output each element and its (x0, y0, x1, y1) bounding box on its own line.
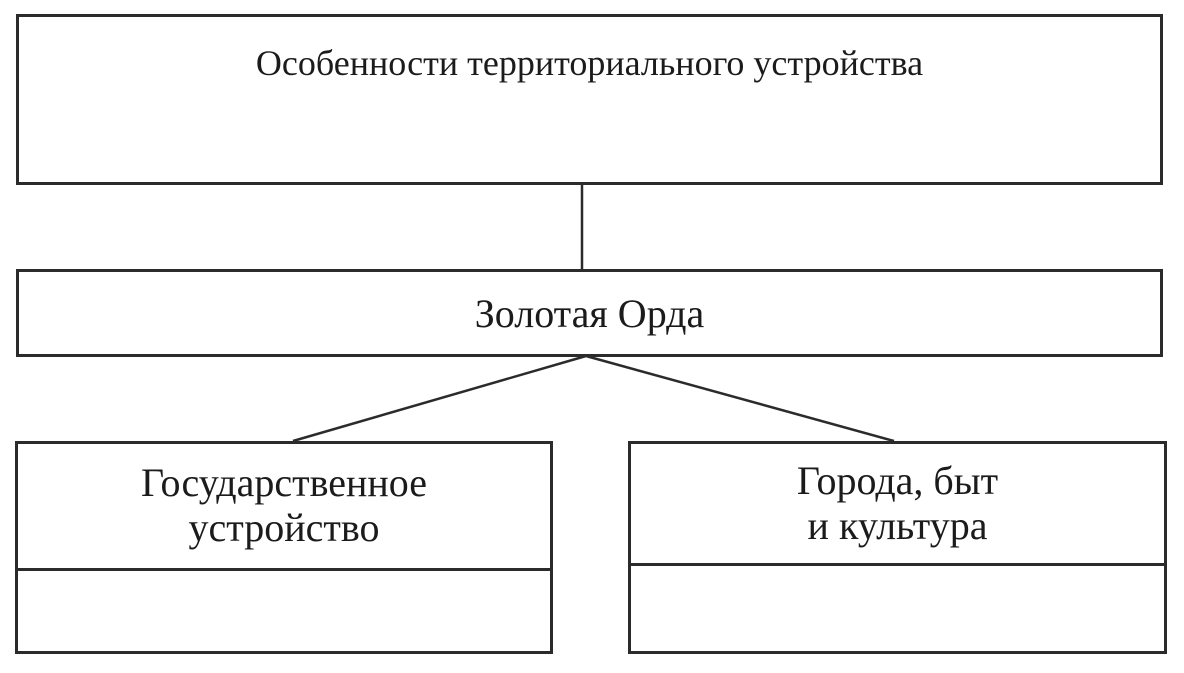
connector-root-to-right-branch (585, 354, 895, 443)
title-box-label: Особенности территориального устройства (255, 43, 924, 83)
branch-box-state-structure: Государственное устройство (15, 441, 553, 654)
branch-label-line: Города, быт (796, 457, 999, 503)
branch-box-cities-culture-empty-section (631, 566, 1164, 651)
root-box-label: Золотая Орда (474, 290, 705, 336)
title-box: Особенности территориального устройства (16, 14, 1163, 185)
branch-box-state-structure-header: Государственное устройство (18, 444, 550, 571)
branch-box-cities-culture-header: Города, быт и культура (631, 444, 1164, 566)
root-box: Золотая Орда (16, 269, 1163, 357)
branch-label-line: Государственное (140, 460, 428, 506)
branch-box-cities-culture: Города, быт и культура (628, 441, 1167, 654)
branch-label-line: и культура (807, 502, 988, 548)
branch-label-line: устройство (188, 505, 380, 550)
connector-root-to-left-branch (292, 354, 587, 443)
branch-box-state-structure-empty-section (18, 571, 550, 651)
